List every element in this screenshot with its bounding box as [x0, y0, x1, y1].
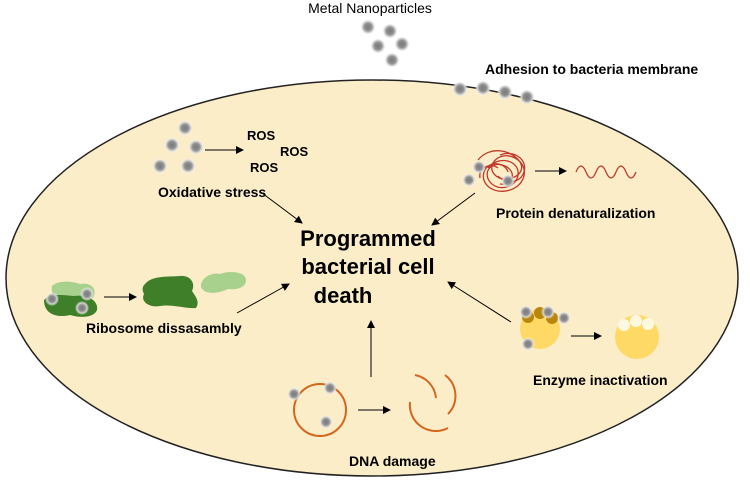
protein-denaturalization-label: Protein denaturalization [496, 205, 655, 221]
nanoparticle-icon [519, 305, 533, 319]
nanoparticle-icon [177, 120, 193, 136]
nanoparticle-icon [360, 19, 376, 35]
nanoparticle-icon [557, 311, 571, 325]
nanoparticle-icon [164, 137, 180, 153]
nanoparticle-icon [501, 174, 515, 188]
oxidative-stress-nanoparticles [152, 120, 204, 174]
nanoparticle-icon [462, 173, 476, 187]
ribosome-large-subunit-icon [142, 275, 198, 309]
nanoparticle-icon [497, 84, 513, 100]
nanoparticle-icon [521, 337, 535, 351]
center-title-line2: bacterial cell [301, 254, 434, 279]
dna-damage-label: DNA damage [349, 453, 436, 469]
enzyme-inactivation-label: Enzyme inactivation [533, 372, 668, 388]
nanoparticle-icon [384, 52, 400, 68]
nanoparticle-icon [287, 387, 301, 401]
ribosome-small-subunit-icon [200, 272, 246, 293]
nanoparticle-icon [370, 38, 386, 54]
arrow-icon [431, 192, 476, 226]
ros-label-1: ROS [247, 128, 276, 143]
bacterial-cell [5, 79, 739, 477]
nanoparticle-icon [180, 158, 196, 174]
adhesion-label: Adhesion to bacteria membrane [485, 61, 698, 77]
nanoparticle-icon [319, 415, 333, 429]
nanoparticle-icon [382, 23, 398, 39]
nanoparticle-icon [188, 139, 204, 155]
denatured-protein-icon [575, 165, 637, 179]
dna-fragment-icon [408, 401, 449, 433]
center-title-line1: Programmed [300, 226, 436, 251]
free-nanoparticles [360, 19, 410, 68]
nanoparticle-icon [323, 381, 337, 395]
empty-active-site-icon [642, 318, 654, 330]
nanoparticle-icon [75, 301, 89, 315]
nanoparticle-icon [45, 292, 59, 306]
ribosome-label: Ribosome dissasambly [86, 320, 242, 336]
adhered-nanoparticles [452, 80, 535, 105]
nanoparticle-icon [152, 158, 168, 174]
arrow-icon [447, 281, 512, 323]
empty-active-site-icon [618, 319, 630, 331]
ros-label-2: ROS [280, 144, 309, 159]
arrow-icon [236, 283, 290, 314]
center-title-line3: death [314, 283, 373, 308]
nanoparticle-icon [475, 80, 491, 96]
nanoparticle-icon [80, 287, 94, 301]
arrow-icon [261, 192, 303, 224]
dna-fragment-icon [444, 374, 457, 415]
oxidative-stress-label: Oxidative stress [158, 184, 266, 200]
metal-nanoparticles-label: Metal Nanoparticles [308, 0, 432, 16]
dna-fragment-icon [414, 374, 437, 399]
nanoparticle-icon [452, 81, 468, 97]
nanoparticle-icon [519, 89, 535, 105]
dna-ring-icon [293, 383, 347, 437]
ros-label-3: ROS [250, 160, 279, 175]
empty-active-site-icon [630, 315, 642, 327]
nanoparticle-icon [541, 305, 555, 319]
nanoparticle-icon [472, 160, 486, 174]
nanoparticle-icon [394, 36, 410, 52]
